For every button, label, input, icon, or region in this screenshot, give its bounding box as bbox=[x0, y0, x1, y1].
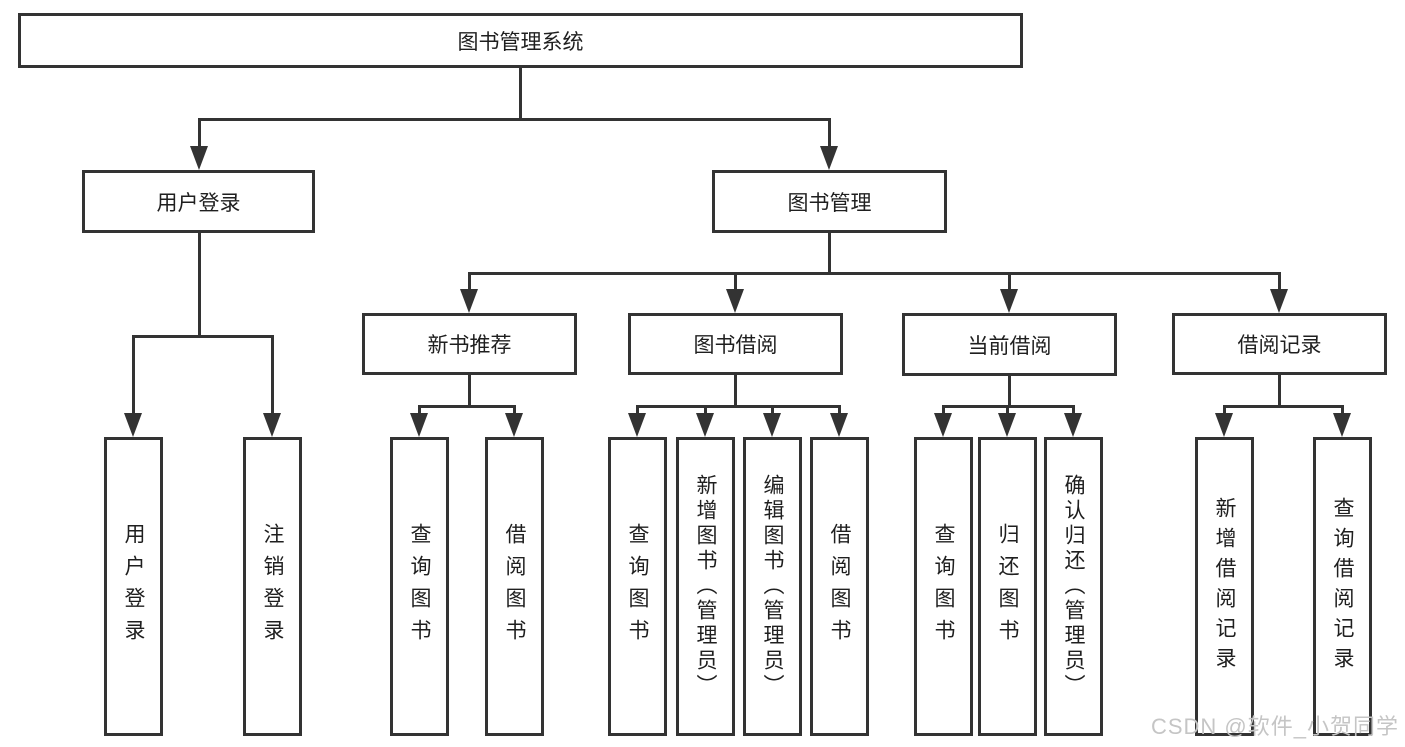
arrow-to-cb-return bbox=[998, 413, 1016, 437]
node-br-query: 查询借阅记录 bbox=[1313, 437, 1372, 736]
arrow-to-nb-borrow bbox=[505, 413, 523, 437]
node-bb-edit: 编辑图书（管理员） bbox=[743, 437, 802, 736]
edge-to-book-mgmt-line bbox=[828, 118, 831, 148]
node-cb-return-label: 归还图书 bbox=[996, 522, 1019, 651]
edge-to-new-book-rec-line bbox=[468, 272, 471, 292]
arrow-to-user-login bbox=[190, 146, 208, 170]
edge-to-cb-return-line bbox=[1006, 405, 1009, 417]
edge-to-cb-query-line bbox=[942, 405, 945, 417]
arrow-to-nb-query bbox=[410, 413, 428, 437]
arrow-to-ul-logout bbox=[263, 413, 281, 437]
node-bb-add: 新增图书（管理员） bbox=[676, 437, 735, 736]
node-cb-query-label: 查询图书 bbox=[932, 522, 955, 651]
node-br-add-label: 新增借阅记录 bbox=[1213, 496, 1236, 677]
node-cb-confirm: 确认归还（管理员） bbox=[1044, 437, 1103, 736]
edge-book-borrow-drop-line bbox=[734, 375, 737, 405]
node-new-book-rec: 新书推荐 bbox=[362, 313, 577, 375]
node-library-system-label: 图书管理系统 bbox=[457, 30, 584, 54]
edge-current-borrow-drop-line bbox=[1008, 376, 1011, 405]
edge-book-mgmt-drop-line bbox=[828, 233, 831, 272]
arrow-to-cb-confirm bbox=[1064, 413, 1082, 437]
node-ul-logout-label: 注销登录 bbox=[261, 522, 284, 651]
arrow-to-bb-borrow bbox=[830, 413, 848, 437]
arrow-to-br-add bbox=[1215, 413, 1233, 437]
node-book-mgmt: 图书管理 bbox=[712, 170, 947, 233]
arrow-to-bb-edit bbox=[763, 413, 781, 437]
edge-to-bb-edit-line bbox=[771, 405, 774, 417]
node-borrow-records-label: 借阅记录 bbox=[1237, 334, 1322, 357]
edge-user-login-drop-line bbox=[198, 233, 201, 335]
node-user-login-label: 用户登录 bbox=[156, 191, 241, 215]
arrow-to-current-borrow bbox=[1000, 289, 1018, 313]
arrow-to-cb-query bbox=[934, 413, 952, 437]
edge-to-br-add-line bbox=[1223, 405, 1226, 417]
edge-to-borrow-records-line bbox=[1278, 272, 1281, 292]
edge-root-split-line bbox=[198, 118, 831, 121]
edge-to-user-login-line bbox=[198, 118, 201, 148]
arrow-to-book-borrow bbox=[726, 289, 744, 313]
node-borrow-records: 借阅记录 bbox=[1172, 313, 1387, 375]
edge-borrow-records-split-line bbox=[1223, 405, 1344, 408]
arrow-to-ul-login bbox=[124, 413, 142, 437]
arrow-to-bb-add bbox=[696, 413, 714, 437]
node-bb-borrow: 借阅图书 bbox=[810, 437, 869, 736]
edge-to-br-query-line bbox=[1341, 405, 1344, 417]
arrow-to-new-book-rec bbox=[460, 289, 478, 313]
edge-to-bb-borrow-line bbox=[838, 405, 841, 417]
edge-to-current-borrow-line bbox=[1008, 272, 1011, 292]
node-library-system: 图书管理系统 bbox=[18, 13, 1023, 68]
edge-user-login-split-line bbox=[132, 335, 274, 338]
edge-to-nb-borrow-line bbox=[513, 405, 516, 417]
node-bb-borrow-label: 借阅图书 bbox=[828, 522, 851, 651]
node-cb-query: 查询图书 bbox=[914, 437, 973, 736]
edge-to-bb-query-line bbox=[636, 405, 639, 417]
edge-new-book-rec-split-line bbox=[418, 405, 516, 408]
edge-book-borrow-split-line bbox=[636, 405, 841, 408]
node-user-login: 用户登录 bbox=[82, 170, 315, 233]
node-bb-query-label: 查询图书 bbox=[626, 522, 649, 651]
node-br-query-label: 查询借阅记录 bbox=[1331, 496, 1354, 677]
edge-to-cb-confirm-line bbox=[1072, 405, 1075, 417]
arrow-to-br-query bbox=[1333, 413, 1351, 437]
node-nb-borrow-label: 借阅图书 bbox=[503, 522, 526, 651]
edge-to-ul-logout-line bbox=[271, 335, 274, 415]
edge-to-bb-add-line bbox=[704, 405, 707, 417]
arrow-to-bb-query bbox=[628, 413, 646, 437]
node-nb-borrow: 借阅图书 bbox=[485, 437, 544, 736]
node-current-borrow-label: 当前借阅 bbox=[967, 334, 1052, 358]
node-ul-login: 用户登录 bbox=[104, 437, 163, 736]
node-bb-add-label: 新增图书（管理员） bbox=[694, 474, 717, 699]
node-br-add: 新增借阅记录 bbox=[1195, 437, 1254, 736]
edge-to-book-borrow-line bbox=[734, 272, 737, 292]
node-ul-login-label: 用户登录 bbox=[122, 522, 145, 651]
node-nb-query: 查询图书 bbox=[390, 437, 449, 736]
arrow-to-borrow-records bbox=[1270, 289, 1288, 313]
edge-borrow-records-drop-line bbox=[1278, 375, 1281, 405]
node-book-mgmt-label: 图书管理 bbox=[787, 191, 872, 215]
edge-to-nb-query-line bbox=[418, 405, 421, 417]
node-nb-query-label: 查询图书 bbox=[408, 522, 431, 651]
node-cb-return: 归还图书 bbox=[978, 437, 1037, 736]
node-cb-confirm-label: 确认归还（管理员） bbox=[1062, 474, 1085, 699]
arrow-to-book-mgmt bbox=[820, 146, 838, 170]
node-book-borrow-label: 图书借阅 bbox=[693, 334, 778, 357]
node-current-borrow: 当前借阅 bbox=[902, 313, 1117, 376]
csdn-watermark: CSDN @软件_小贺同学 bbox=[1150, 714, 1399, 739]
node-bb-query: 查询图书 bbox=[608, 437, 667, 736]
edge-book-mgmt-split-line bbox=[468, 272, 1281, 275]
node-bb-edit-label: 编辑图书（管理员） bbox=[761, 474, 784, 699]
node-new-book-rec-label: 新书推荐 bbox=[427, 334, 512, 357]
node-book-borrow: 图书借阅 bbox=[628, 313, 843, 375]
edge-root-drop-line bbox=[519, 68, 522, 118]
edge-new-book-rec-drop-line bbox=[468, 375, 471, 405]
edge-to-ul-login-line bbox=[132, 335, 135, 415]
node-ul-logout: 注销登录 bbox=[243, 437, 302, 736]
